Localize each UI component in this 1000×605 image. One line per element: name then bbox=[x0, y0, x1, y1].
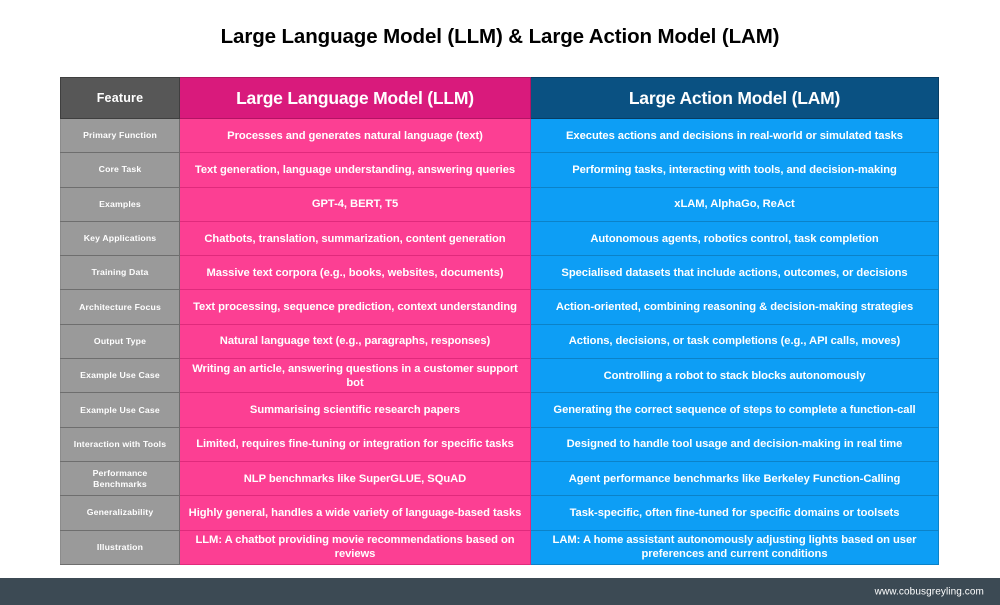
cell-feature: Output Type bbox=[60, 323, 180, 360]
comparison-table-container: Feature Large Language Model (LLM) Large… bbox=[60, 77, 939, 565]
cell-lam: Actions, decisions, or task completions … bbox=[530, 323, 939, 360]
cell-llm: NLP benchmarks like SuperGLUE, SQuAD bbox=[179, 460, 531, 497]
cell-llm: Highly general, handles a wide variety o… bbox=[179, 495, 531, 531]
cell-llm: Text processing, sequence prediction, co… bbox=[179, 289, 531, 325]
cell-feature: Examples bbox=[60, 186, 180, 222]
comparison-table: Feature Large Language Model (LLM) Large… bbox=[60, 77, 939, 565]
cell-lam: LAM: A home assistant autonomously adjus… bbox=[530, 529, 939, 565]
cell-feature: Interaction with Tools bbox=[60, 426, 180, 462]
cell-lam: Performing tasks, interacting with tools… bbox=[530, 152, 939, 188]
cell-feature: Performance Benchmarks bbox=[60, 460, 180, 497]
cell-lam: Agent performance benchmarks like Berkel… bbox=[530, 460, 939, 497]
cell-llm: LLM: A chatbot providing movie recommend… bbox=[179, 529, 531, 565]
cell-llm: Chatbots, translation, summarization, co… bbox=[179, 220, 531, 257]
table-header: Feature Large Language Model (LLM) Large… bbox=[60, 77, 939, 119]
footer-bar: www.cobusgreyling.com bbox=[0, 578, 1000, 605]
cell-lam: Designed to handle tool usage and decisi… bbox=[530, 426, 939, 462]
column-header-lam: Large Action Model (LAM) bbox=[530, 77, 939, 119]
cell-llm: Massive text corpora (e.g., books, websi… bbox=[179, 255, 531, 291]
cell-llm: Natural language text (e.g., paragraphs,… bbox=[179, 323, 531, 360]
column-header-feature: Feature bbox=[60, 77, 180, 119]
cell-feature: Illustration bbox=[60, 529, 180, 565]
cell-llm: Limited, requires fine-tuning or integra… bbox=[179, 426, 531, 462]
cell-llm: Summarising scientific research papers bbox=[179, 392, 531, 428]
cell-llm: Writing an article, answering questions … bbox=[179, 358, 531, 394]
cell-lam: Controlling a robot to stack blocks auto… bbox=[530, 358, 939, 394]
cell-feature: Core Task bbox=[60, 152, 180, 188]
cell-llm: GPT-4, BERT, T5 bbox=[179, 186, 531, 222]
cell-feature: Key Applications bbox=[60, 220, 180, 257]
cell-lam: Executes actions and decisions in real-w… bbox=[530, 117, 939, 154]
table-header-row: Feature Large Language Model (LLM) Large… bbox=[60, 77, 939, 119]
cell-feature: Example Use Case bbox=[60, 392, 180, 428]
cell-lam: Autonomous agents, robotics control, tas… bbox=[530, 220, 939, 257]
cell-llm: Text generation, language understanding,… bbox=[179, 152, 531, 188]
cell-feature: Architecture Focus bbox=[60, 289, 180, 325]
cell-feature: Training Data bbox=[60, 255, 180, 291]
cell-lam: xLAM, AlphaGo, ReAct bbox=[530, 186, 939, 222]
footer-website-url: www.cobusgreyling.com bbox=[874, 586, 984, 597]
page-title: Large Language Model (LLM) & Large Actio… bbox=[220, 25, 780, 48]
cell-lam: Task-specific, often fine-tuned for spec… bbox=[530, 495, 939, 531]
cell-feature: Generalizability bbox=[60, 495, 180, 531]
cell-feature: Example Use Case bbox=[60, 358, 180, 394]
column-header-llm: Large Language Model (LLM) bbox=[179, 77, 531, 119]
cell-llm: Processes and generates natural language… bbox=[179, 117, 531, 154]
cell-lam: Action-oriented, combining reasoning & d… bbox=[530, 289, 939, 325]
cell-feature: Primary Function bbox=[60, 117, 180, 154]
cell-lam: Generating the correct sequence of steps… bbox=[530, 392, 939, 428]
cell-lam: Specialised datasets that include action… bbox=[530, 255, 939, 291]
